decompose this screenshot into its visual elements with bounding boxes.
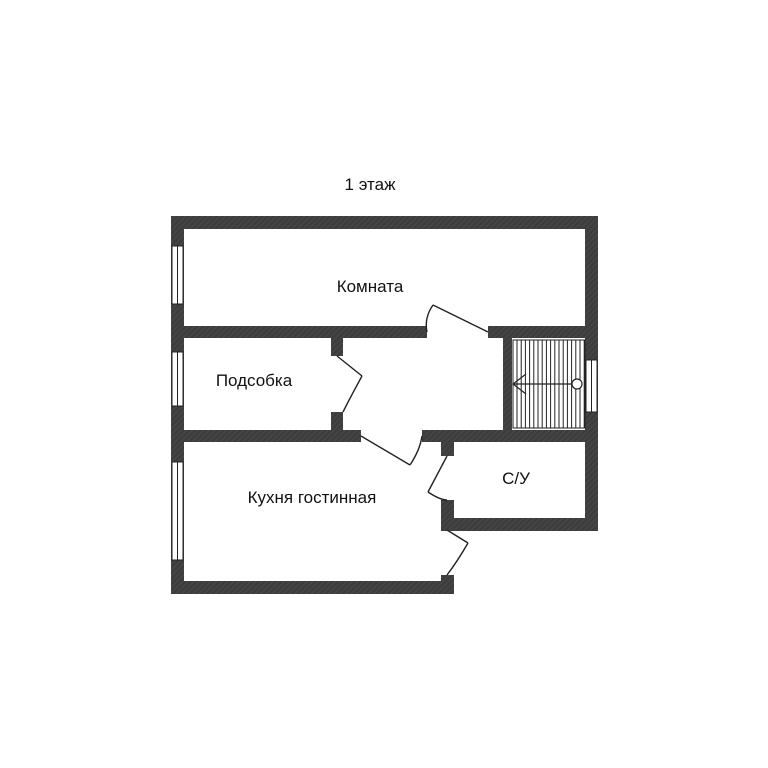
- door-bathroom-leaf: [427, 455, 448, 493]
- wall-bathroom-bottom: [441, 518, 598, 531]
- wall-bathroom-left-bottom: [441, 500, 454, 530]
- room-label-kitchen: Кухня гостинная: [248, 488, 377, 507]
- door-podsobka-arc: [342, 375, 363, 413]
- door-exterior-arc: [446, 542, 469, 576]
- wall-bottom: [171, 581, 445, 594]
- stairs-arrow-icon: [512, 373, 527, 395]
- stairs: [512, 339, 586, 429]
- floor-title: 1 этаж: [345, 175, 397, 194]
- doors: [336, 304, 489, 576]
- door-bathroom-arc: [427, 491, 448, 501]
- door-komnata-arc: [425, 304, 434, 333]
- windows: [171, 245, 598, 561]
- wall-bathroom-left-top: [441, 442, 454, 456]
- door-exterior-leaf: [446, 529, 469, 544]
- wall-top: [171, 216, 598, 229]
- wall-kitchen-right-bottom: [441, 575, 454, 594]
- wall-podsobka-bottom: [171, 430, 361, 442]
- wall-hall-bottom: [422, 430, 598, 442]
- interior-walls: [171, 326, 598, 594]
- door-podsobka-leaf: [336, 355, 363, 377]
- door-kitchen-arc: [409, 435, 423, 466]
- wall-podsobka-right-top: [331, 338, 343, 356]
- stairs-start-circle: [571, 378, 583, 390]
- wall-komnata-bottom-left: [171, 326, 427, 338]
- room-label-bathroom: С/У: [502, 469, 530, 488]
- room-label-komnata: Комната: [337, 277, 404, 296]
- wall-komnata-bottom-right: [488, 326, 598, 338]
- room-label-podsobka: Подсобка: [216, 371, 293, 390]
- wall-stairs-left: [503, 338, 512, 430]
- door-komnata-leaf: [432, 304, 489, 333]
- door-kitchen-leaf: [360, 435, 411, 466]
